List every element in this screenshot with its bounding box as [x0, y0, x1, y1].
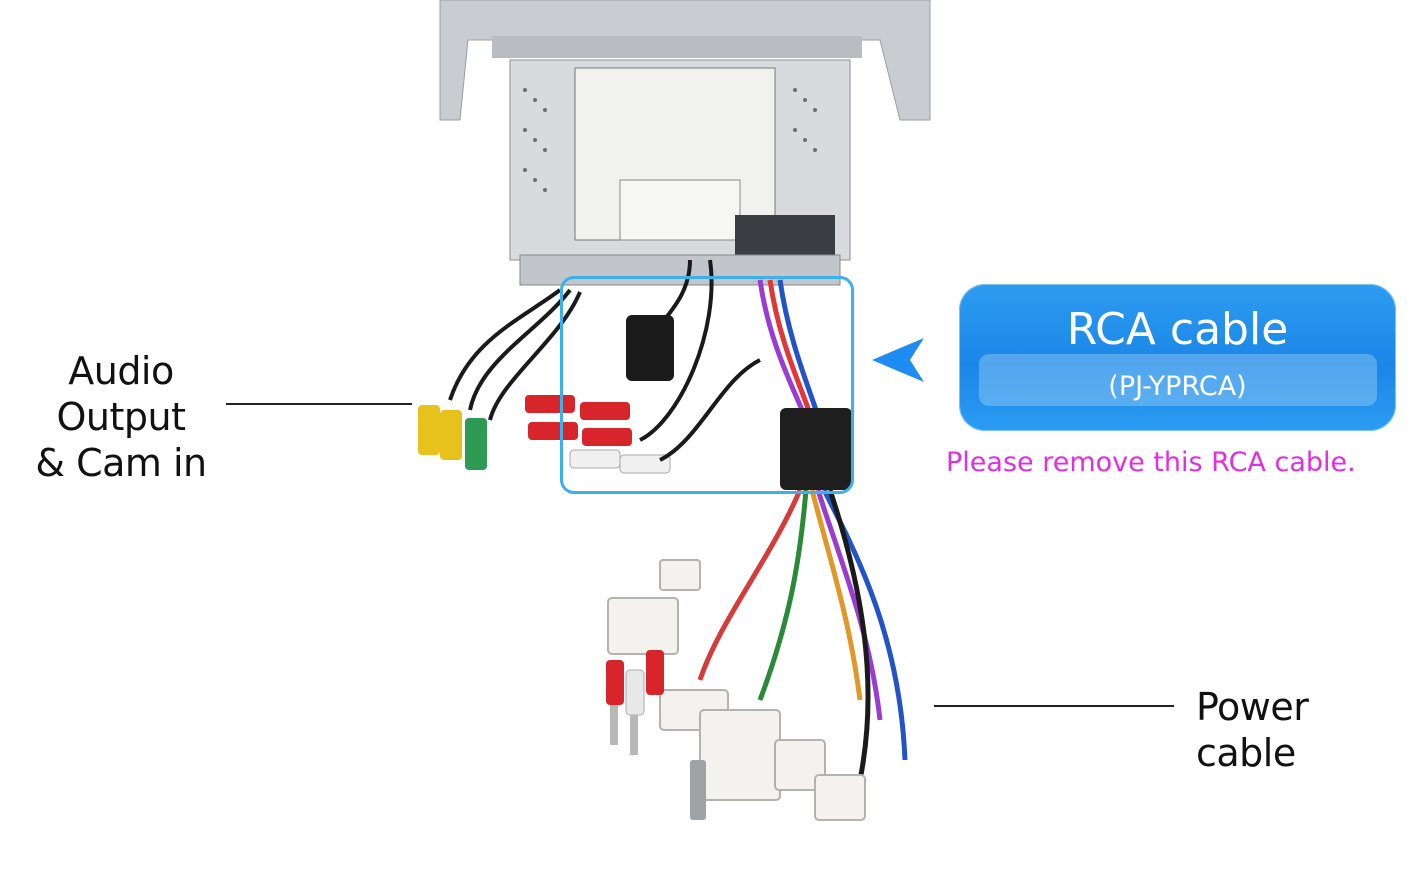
white-connectors: [607, 559, 866, 821]
rca-cable-callout: RCA cable (PJ-YPRCA): [959, 284, 1396, 431]
cam-in-line: & Cam in: [35, 441, 207, 485]
harness-rca-plugs: [606, 650, 706, 820]
audio-rca-cables: [448, 288, 582, 421]
blurred-overlay: [979, 354, 1377, 406]
arrow-left-icon: [872, 338, 924, 382]
audio-output-label: Audio Output & Cam in: [6, 348, 236, 486]
audio-output-line: Audio Output: [56, 349, 187, 439]
yellow-rca-plug: [418, 405, 440, 455]
head-unit: [439, 0, 931, 286]
audio-leader-line: [226, 403, 412, 405]
rca-highlight-box: [560, 276, 854, 494]
yellow-rca-plug: [440, 410, 462, 460]
removal-note: Please remove this RCA cable.: [946, 447, 1356, 478]
iso-connector: [780, 408, 852, 490]
callout-title: RCA cable: [1066, 304, 1289, 355]
callout-subtitle: (PJ-YPRCA): [1108, 371, 1247, 402]
power-cable-label: Power cable: [1196, 685, 1309, 775]
power-leader-line: [934, 705, 1174, 707]
green-rca-plug: [465, 418, 487, 470]
usb-connector: [626, 315, 674, 381]
